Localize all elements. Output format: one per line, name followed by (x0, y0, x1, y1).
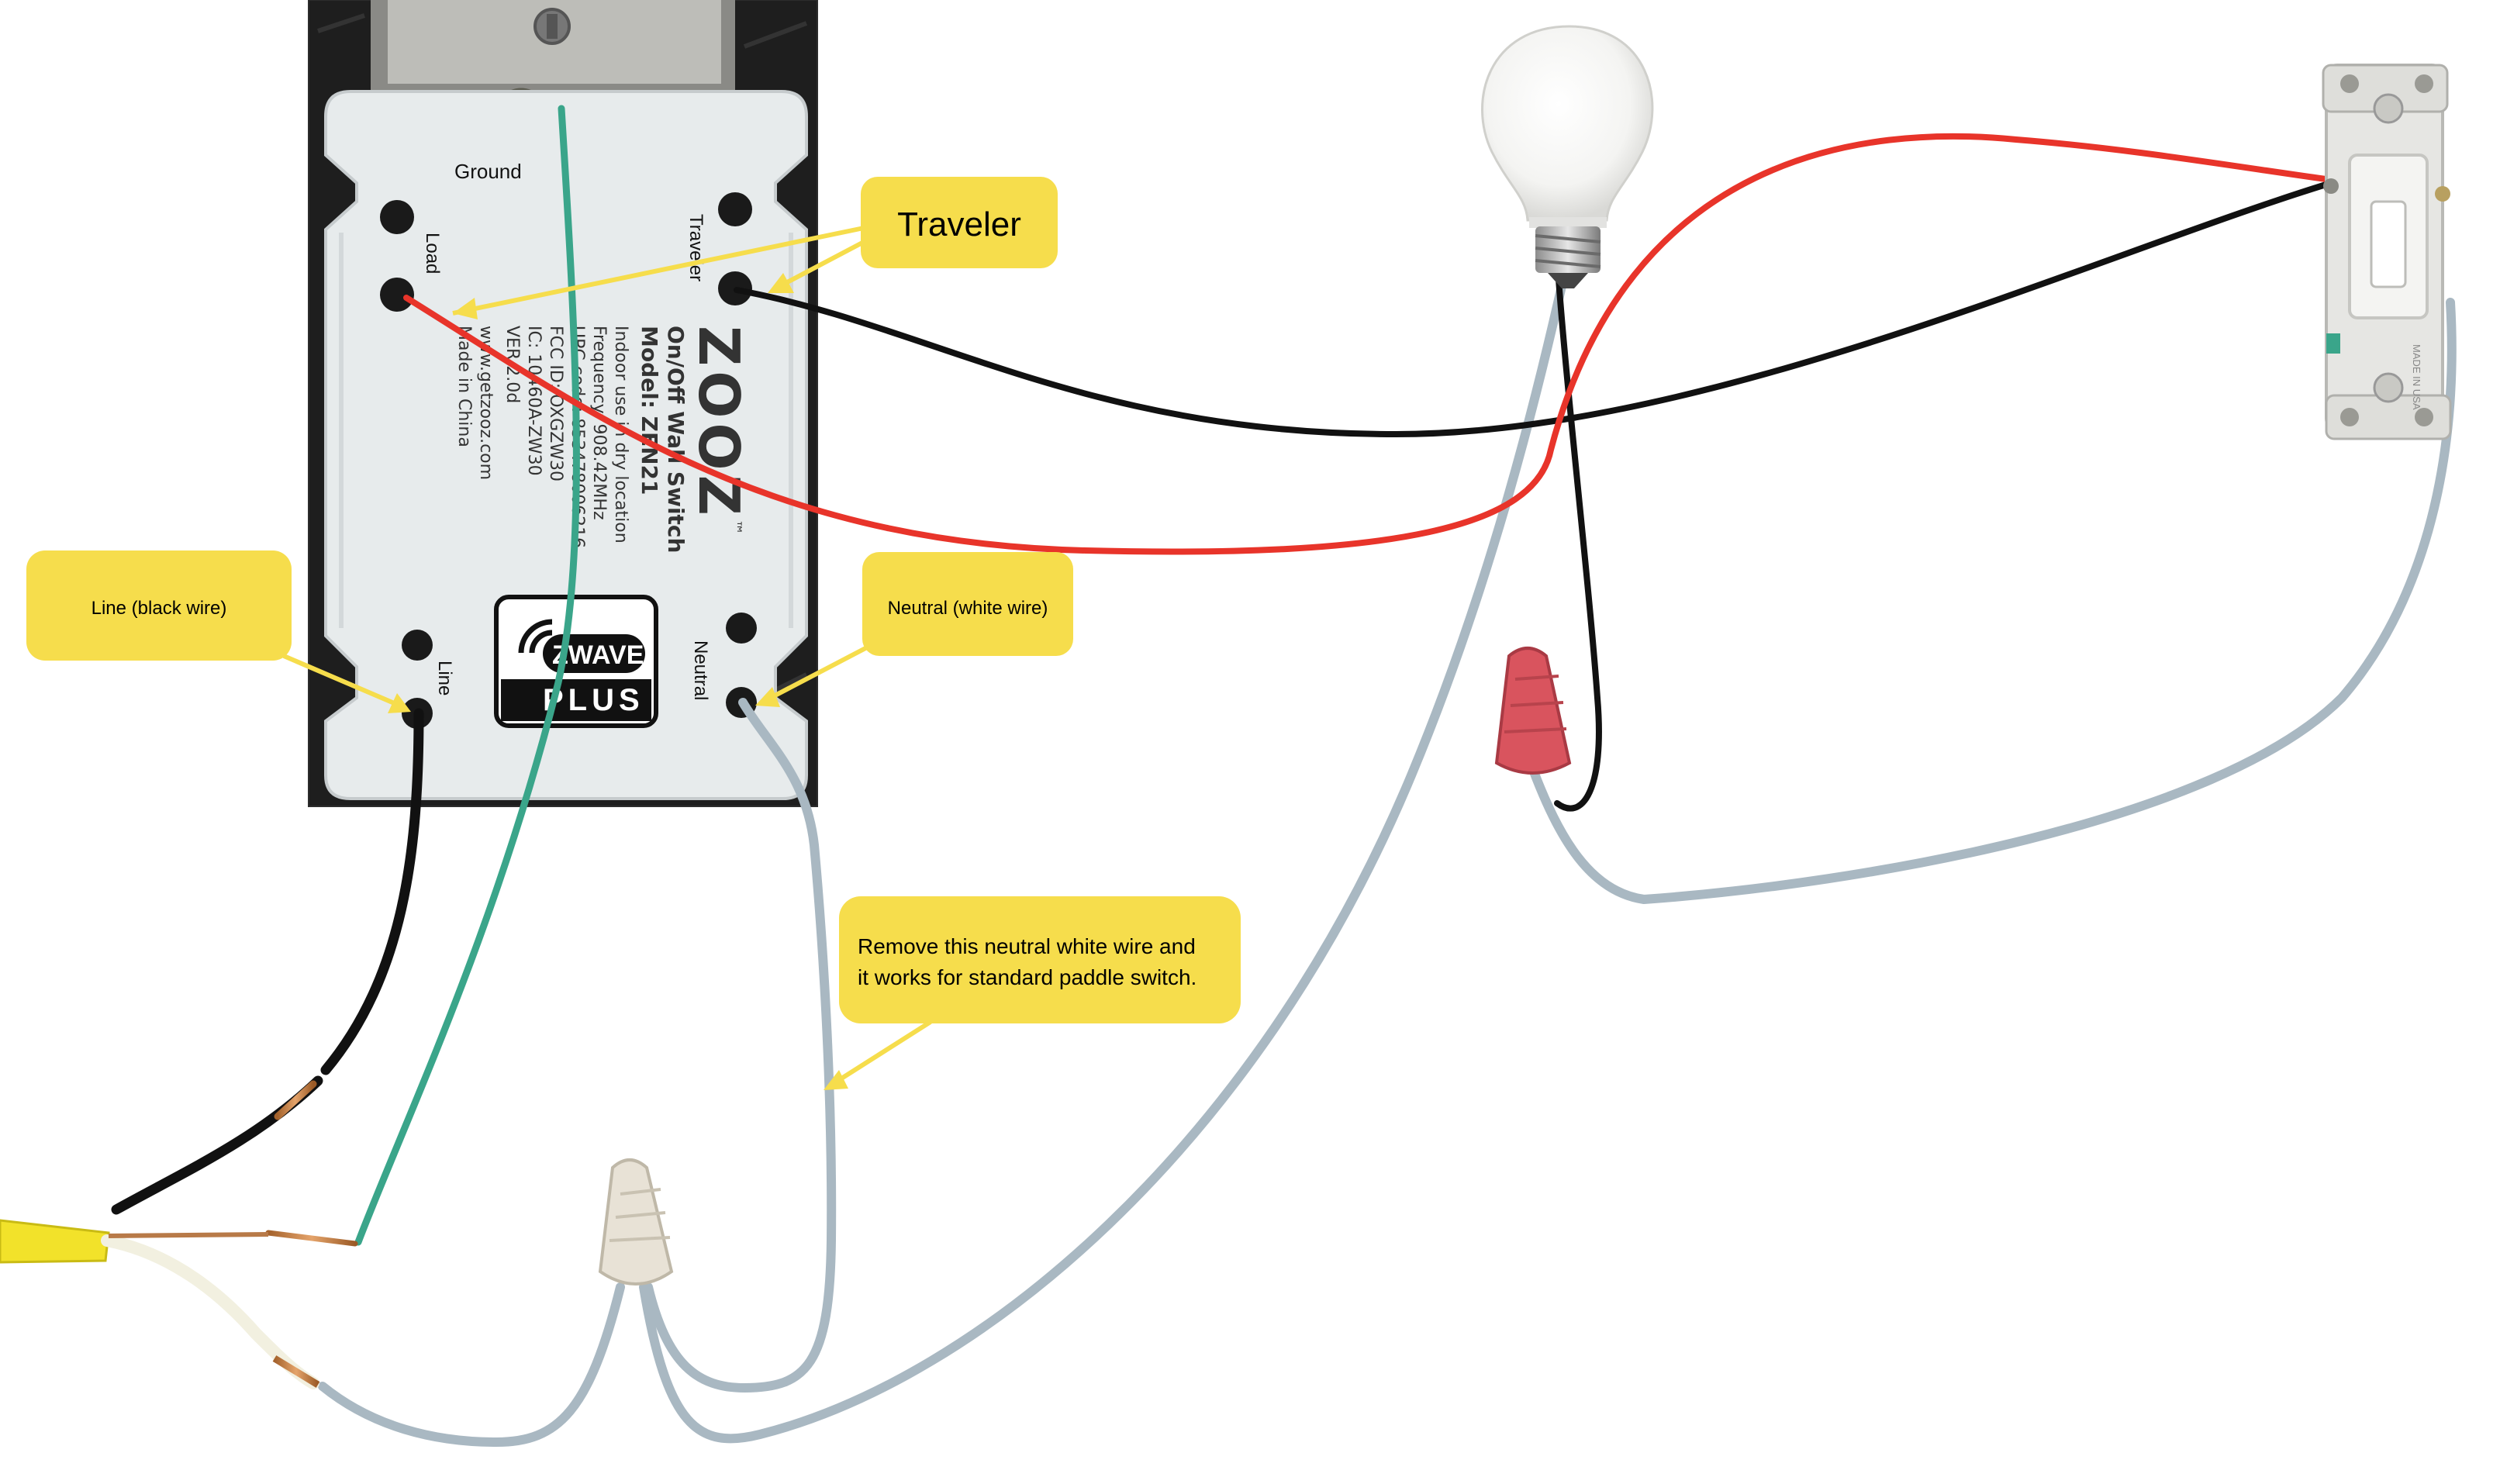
paddle-switch-stamp: MADE IN USA (2411, 344, 2422, 410)
callout-text-remove-neutral-1: Remove this neutral white wire and (858, 934, 1196, 958)
neutral-wire-supply (318, 1282, 625, 1448)
callout-text-traveler: Traveler (897, 205, 1021, 243)
callout-arrow-remove-neutral (831, 1020, 932, 1086)
device-title: On/Off Wall Switch (663, 326, 689, 553)
terminal-label-neutral: Neutral (690, 640, 711, 700)
callout-text-neutral: Neutral (white wire) (888, 598, 1048, 619)
zwave-plus-logo: ZWAVE PLUS (494, 595, 658, 728)
terminal-label-traveler: Traveler (685, 214, 706, 281)
switch-ground-screw (2326, 333, 2340, 354)
terminal-hole-neutral-top (726, 613, 757, 644)
ground-wire (354, 105, 580, 1246)
callout-traveler: Traveler (452, 177, 1058, 319)
load-wire (403, 133, 2446, 555)
terminal-hole-line-top (402, 630, 433, 661)
ground-wire-bare-copper (265, 1230, 358, 1247)
callout-box-neutral (862, 552, 1073, 656)
device-brand: ZOOZ (686, 326, 751, 520)
device-info-line: FCC ID: OXGZW30 (546, 326, 565, 481)
device-trademark: ™ (727, 519, 745, 535)
callout-arrow-traveler-load (452, 226, 865, 316)
callout-remove-neutral: Remove this neutral white wire and it wo… (824, 896, 1241, 1090)
paddle-switch: MADE IN USA (2322, 64, 2452, 440)
device-info-line: IC: 10460A-ZW30 (524, 326, 544, 476)
supply-cable-jacket (0, 1219, 110, 1264)
callout-box-traveler (861, 177, 1058, 268)
wires (111, 105, 2457, 1448)
terminal-label-load: Load (422, 233, 443, 274)
terminal-hole-load-top (380, 200, 414, 234)
callout-arrow-line (282, 654, 405, 709)
callout-arrow-neutral (763, 644, 870, 703)
neutral-wire-light (639, 274, 1568, 1444)
callout-box-remove-neutral (839, 896, 1241, 1023)
wire-nut-red (1494, 647, 1572, 775)
callout-arrow-traveler (774, 240, 865, 291)
traveler-wire (734, 180, 2334, 438)
neutral-wire-switch (1528, 298, 2457, 905)
terminal-label-line: Line (434, 661, 455, 695)
terminal-hole-load (380, 278, 414, 312)
toggle-lever (2370, 200, 2407, 288)
callout-text-remove-neutral-2: it works for standard paddle switch. (858, 965, 1196, 989)
zwave-signal-icon (518, 619, 553, 654)
callout-text-line: Line (black wire) (92, 598, 227, 619)
callout-box-line (26, 550, 292, 661)
supply-cable (0, 1219, 320, 1389)
neutral-wires (318, 274, 2457, 1448)
terminal-hole-traveler-top (718, 192, 752, 226)
neutral-wire-device (644, 698, 837, 1393)
callout-neutral: Neutral (white wire) (755, 552, 1073, 707)
device-info-line: Made in China (454, 326, 474, 447)
device-body (324, 90, 808, 800)
lamp-hot-wire (1554, 276, 1602, 812)
terminal-label-ground: Ground (454, 160, 522, 183)
wire-nut-white (598, 1158, 674, 1286)
device-model: Model: ZEN21 (637, 326, 662, 495)
switch-terminal-screw (2323, 178, 2339, 194)
line-wire-supply (111, 1075, 323, 1215)
switch-terminal-screw (2435, 186, 2450, 202)
light-bulb-icon (1481, 25, 1654, 288)
callouts: Traveler Line (black wire) Neutral (whit… (26, 177, 1241, 1090)
supply-white-bare-end (272, 1355, 320, 1388)
callout-line: Line (black wire) (26, 550, 411, 713)
line-wire-splice (274, 1080, 317, 1120)
line-wire (320, 708, 424, 1075)
